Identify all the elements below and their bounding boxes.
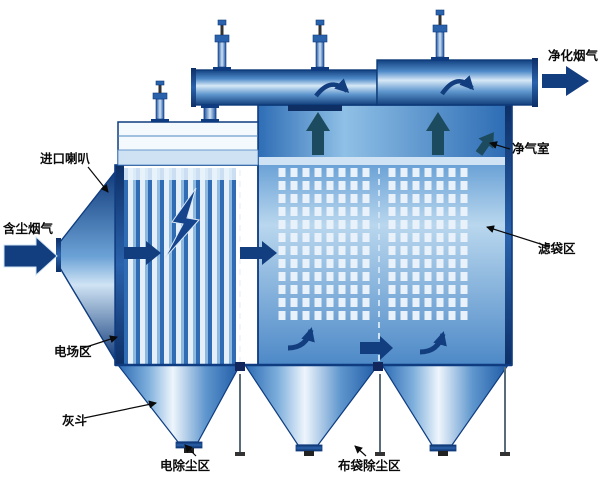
label-purified-gas: 净化烟气 bbox=[548, 48, 599, 63]
label-bag-section: 布袋除尘区 bbox=[338, 458, 401, 473]
clean-gas-plenum bbox=[258, 105, 505, 158]
pulse-valve-3 bbox=[431, 9, 449, 61]
label-dusty-gas: 含尘烟气 bbox=[2, 221, 54, 236]
label-leaders bbox=[79, 141, 551, 457]
bag-updraft-arrow-2-icon bbox=[419, 331, 447, 355]
duct-swirl-arrow-1-icon bbox=[314, 78, 350, 98]
label-filter-bag-zone: 滤袋区 bbox=[538, 241, 576, 256]
duct-swirl-arrow-2-icon bbox=[440, 75, 475, 96]
esp-housing bbox=[114, 164, 259, 366]
plenum-tilted-arrow-icon bbox=[475, 132, 494, 156]
hopper-fitting-1 bbox=[235, 362, 245, 371]
ash-hopper-1 bbox=[116, 364, 242, 453]
plenum-up-arrows bbox=[306, 112, 494, 156]
bag-zone-right-arrow-icon bbox=[360, 336, 393, 360]
outlet-duct bbox=[191, 58, 538, 111]
esp-roof-box bbox=[117, 121, 259, 166]
label-electric-field-zone: 电场区 bbox=[54, 344, 92, 359]
damper-plate bbox=[288, 105, 342, 111]
plenum-up-arrow-1-icon bbox=[306, 112, 330, 155]
esp-collecting-plates bbox=[124, 168, 236, 365]
bag-updraft-arrow-1-icon bbox=[287, 327, 315, 351]
ash-hopper-2 bbox=[243, 364, 380, 456]
plenum-up-arrow-2-icon bbox=[426, 112, 450, 155]
esp-insulator bbox=[151, 80, 169, 122]
esp-exit-arrow-icon bbox=[240, 241, 277, 265]
pulse-valve-1 bbox=[213, 19, 231, 71]
label-ash-hopper: 灰斗 bbox=[62, 413, 88, 428]
esp-entry-arrow-icon bbox=[124, 241, 161, 265]
pulse-valve-2 bbox=[311, 19, 329, 71]
support-legs bbox=[235, 367, 510, 456]
tube-sheet bbox=[258, 157, 505, 165]
hopper-fitting-2 bbox=[373, 362, 383, 371]
duct-riser-connector bbox=[201, 105, 219, 123]
label-clean-gas-chamber: 净气室 bbox=[512, 141, 550, 156]
inlet-flow-arrow-icon bbox=[3, 235, 58, 277]
label-esp-section: 电除尘区 bbox=[160, 458, 211, 473]
ash-hopper-3 bbox=[380, 364, 510, 456]
label-inlet-horn: 进口喇叭 bbox=[40, 151, 91, 166]
inlet-horn bbox=[56, 169, 116, 363]
outlet-flow-arrow-icon bbox=[542, 66, 589, 96]
gas-flow-arrows bbox=[3, 66, 589, 360]
discharge-spark-icon bbox=[164, 187, 200, 259]
